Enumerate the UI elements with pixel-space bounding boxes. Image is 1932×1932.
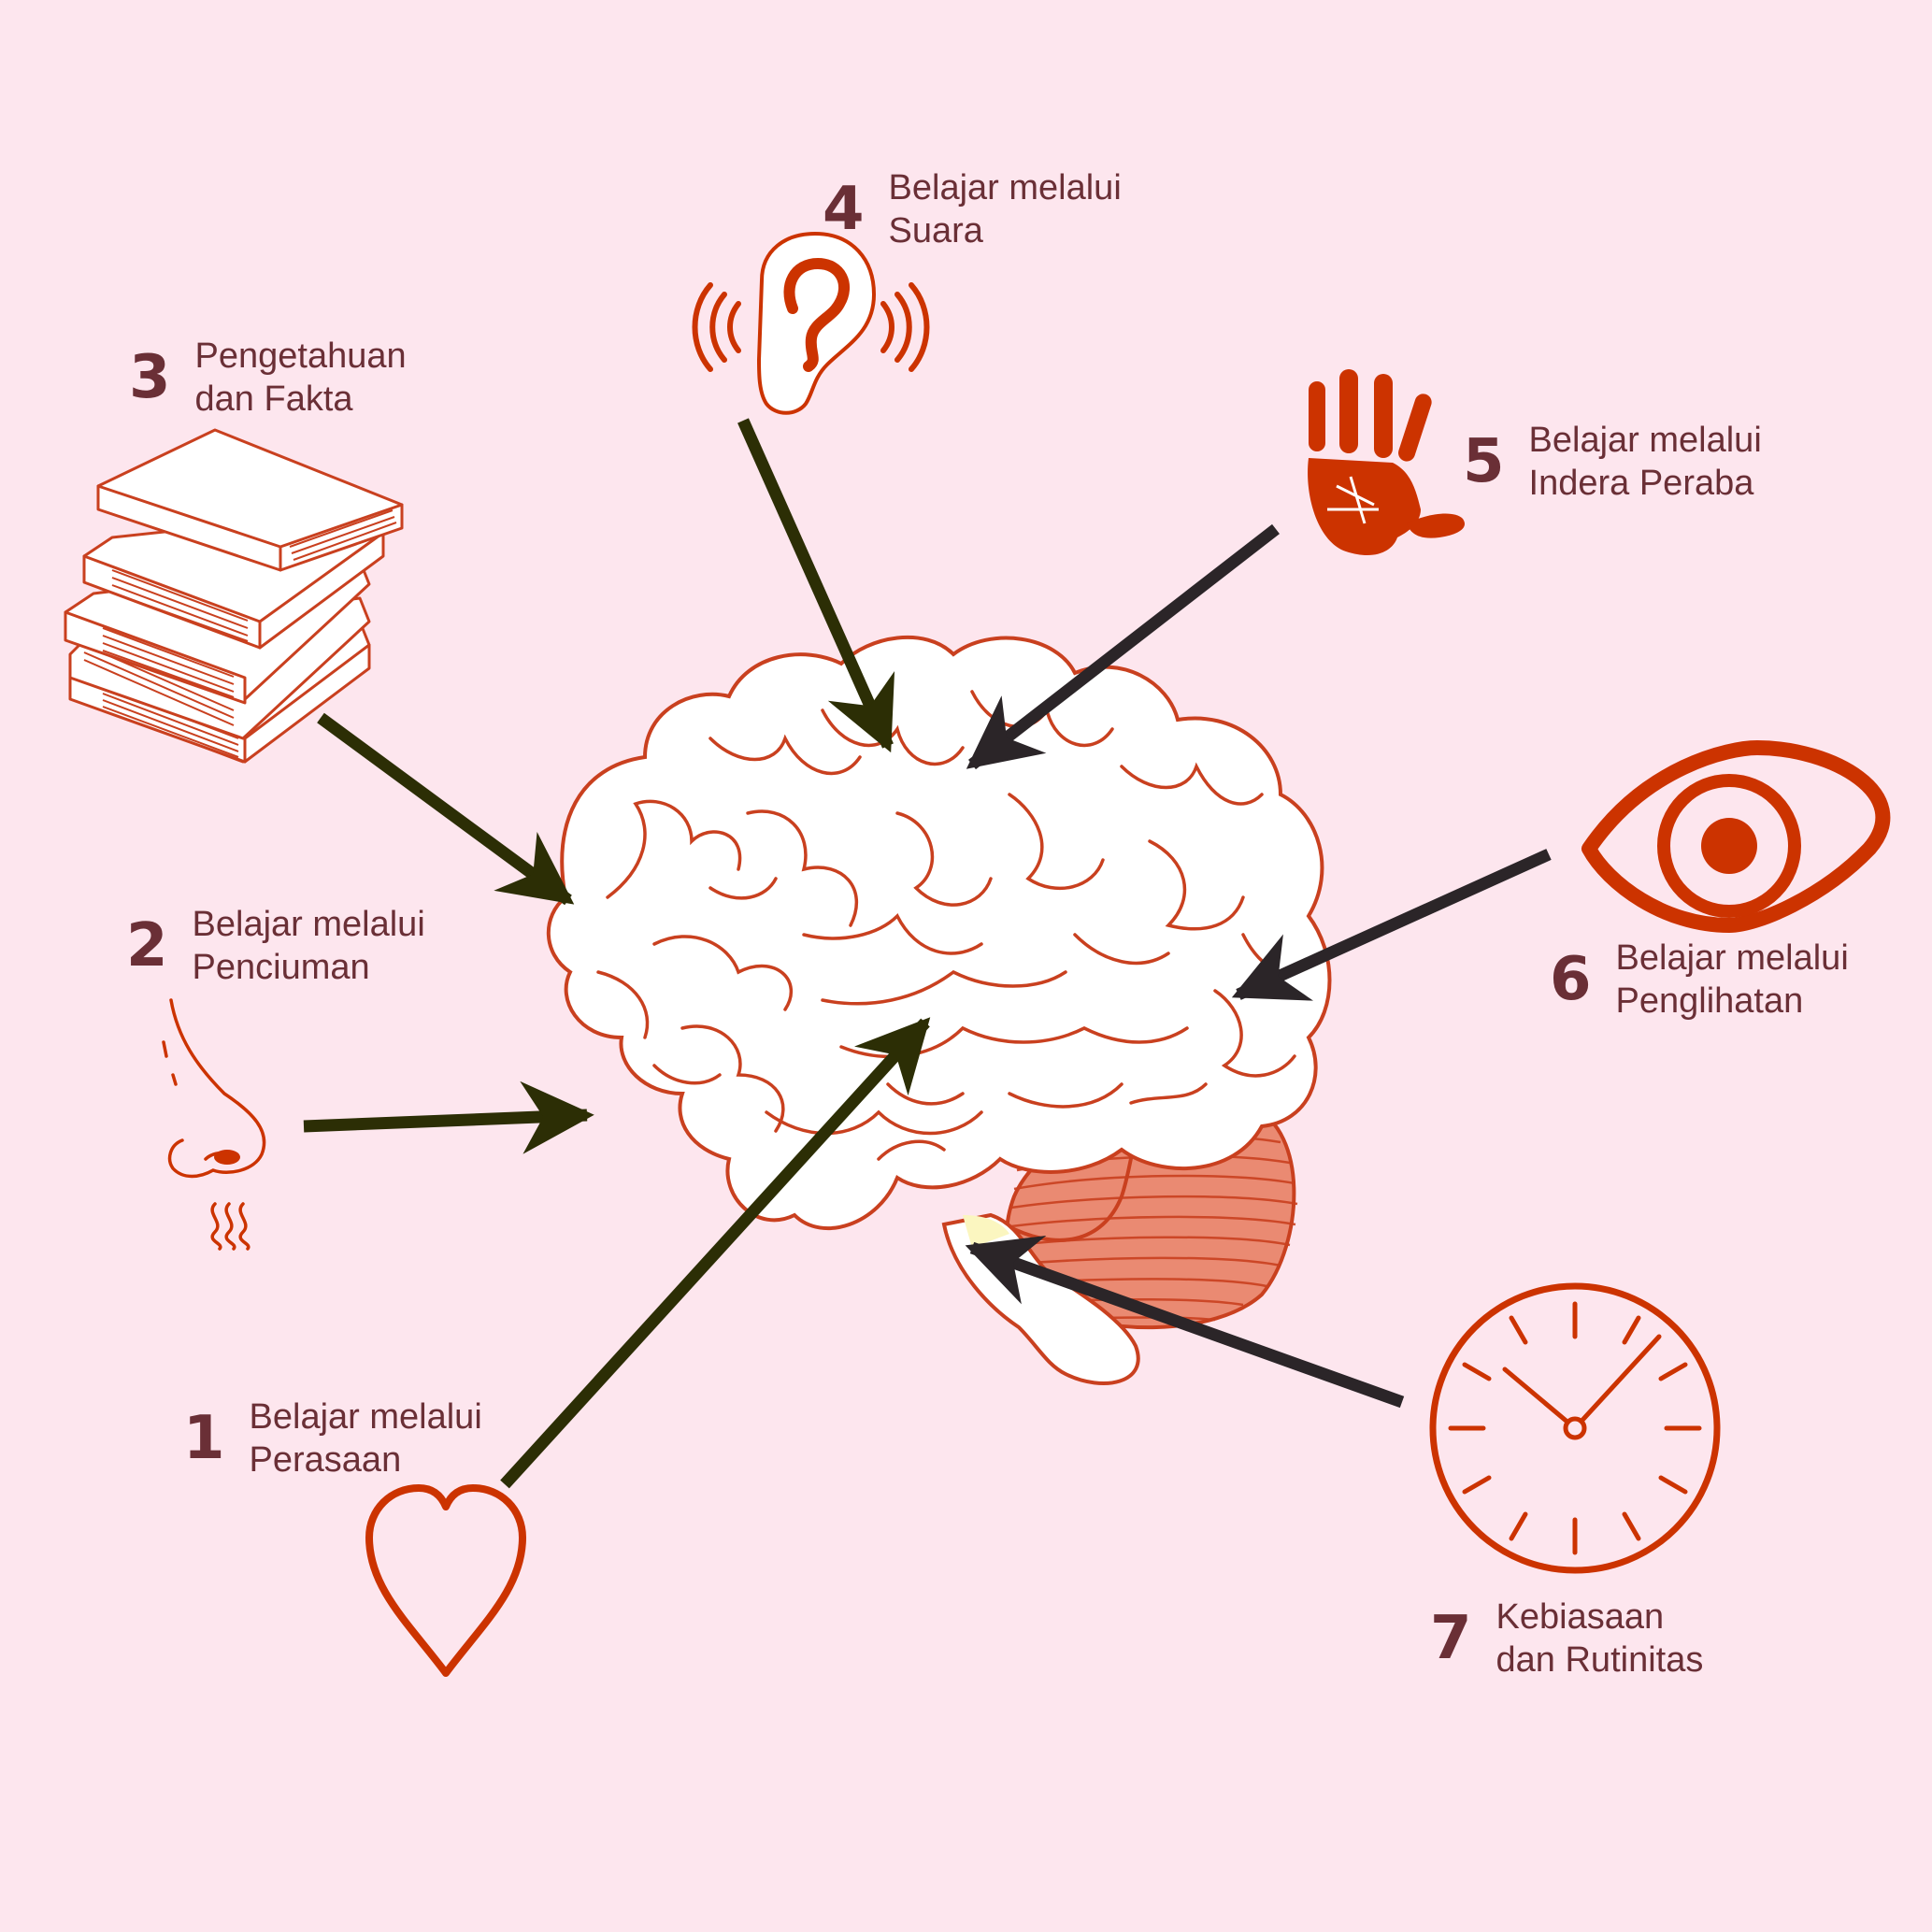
label-sight-line1: Belajar melalui [1615, 938, 1849, 978]
number-2: 2 [126, 911, 168, 980]
label-smell-line1: Belajar melalui [192, 905, 425, 944]
label-touch-line2: Indera Peraba [1528, 464, 1754, 503]
label-knowledge-line2: dan Fakta [194, 379, 353, 419]
arrow-habit [965, 1235, 1405, 1409]
arrow-sight [1231, 849, 1552, 1001]
label-feeling-line1: Belajar melalui [249, 1397, 482, 1437]
clock-icon [1429, 1282, 1721, 1574]
cerebrum [546, 635, 1332, 1231]
brain [546, 635, 1332, 1385]
arrow-sound [737, 418, 895, 753]
label-habit-line2: dan Rutinitas [1496, 1640, 1704, 1680]
label-smell-line2: Penciuman [192, 948, 370, 987]
arrow-knowledge [317, 712, 575, 906]
nose-icon [162, 998, 266, 1251]
number-4: 4 [823, 175, 865, 244]
heart-icon [365, 1484, 526, 1677]
arrow-touch [966, 523, 1280, 770]
label-touch-line1: Belajar melalui [1528, 421, 1762, 460]
label-sound-line1: Belajar melalui [888, 168, 1122, 208]
label-sound-line2: Suara [888, 211, 983, 250]
books-icon [64, 428, 404, 764]
label-habit-line1: Kebiasaan [1496, 1597, 1665, 1637]
arrows [303, 418, 1552, 1489]
number-7: 7 [1430, 1604, 1472, 1673]
number-1: 1 [183, 1404, 225, 1473]
ear-icon [692, 231, 930, 415]
arrow-smell [303, 1080, 594, 1154]
number-3: 3 [129, 343, 171, 412]
number-5: 5 [1463, 427, 1505, 496]
label-sight-line2: Penglihatan [1615, 981, 1804, 1021]
hand-icon [1308, 369, 1466, 556]
number-6: 6 [1550, 945, 1592, 1014]
arrow-feeling [500, 1017, 931, 1489]
label-feeling-line2: Perasaan [249, 1440, 402, 1480]
label-knowledge-line1: Pengetahuan [194, 336, 407, 376]
eye-icon [1581, 740, 1891, 933]
